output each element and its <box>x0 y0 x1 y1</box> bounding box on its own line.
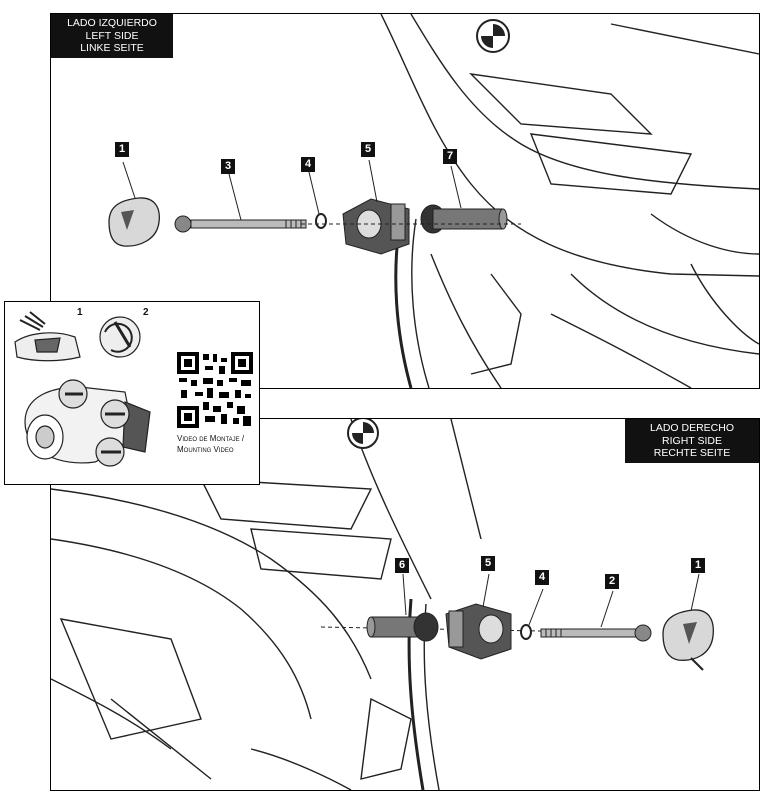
slider-cap-part <box>108 197 160 247</box>
callout-part-2: 2 <box>605 574 619 589</box>
bolt-part-right <box>540 624 652 642</box>
left-side-label: LADO IZQUIERDO LEFT SIDE LINKE SEITE <box>51 14 173 58</box>
spacer-part <box>420 204 508 234</box>
callout-part-7: 7 <box>443 149 457 164</box>
qr-code-image <box>177 352 253 428</box>
bmw-logo-top <box>476 19 510 53</box>
callout-part-4-bottom: 4 <box>535 570 549 585</box>
bolt-part <box>174 215 307 233</box>
right-side-label-de: RECHTE SEITE <box>653 447 731 459</box>
right-side-label: LADO DERECHO RIGHT SIDE RECHTE SEITE <box>625 419 759 463</box>
slider-body-part <box>342 198 410 255</box>
qr-caption-line-2: Mounting Video <box>177 445 234 454</box>
right-side-label-en: RIGHT SIDE <box>662 434 722 447</box>
callout-part-5-bottom: 5 <box>481 556 495 571</box>
bmw-logo-bottom <box>347 419 379 449</box>
left-side-label-es: LADO IZQUIERDO <box>67 17 157 29</box>
qr-caption: Video de Montaje / Mounting Video <box>177 433 259 455</box>
assembly-illustration <box>24 379 151 467</box>
slider-cap-part-right <box>662 609 714 671</box>
left-side-label-de: LINKE SEITE <box>80 42 144 54</box>
step-2-illustration <box>99 316 141 358</box>
spacer-part-right <box>366 612 439 642</box>
step-1-illustration <box>14 311 81 362</box>
inset-illustration <box>14 311 253 467</box>
callout-part-1-bottom: 1 <box>691 558 705 573</box>
callout-part-1-top: 1 <box>115 142 129 157</box>
left-side-illustration <box>108 14 759 388</box>
right-side-label-es: LADO DERECHO <box>649 422 734 434</box>
right-side-illustration <box>51 419 714 790</box>
callout-part-4-top: 4 <box>301 157 315 172</box>
slider-body-part-right <box>445 603 512 660</box>
callout-part-6: 6 <box>395 558 409 573</box>
washer-part <box>315 213 327 229</box>
left-side-label-en: LEFT SIDE <box>85 29 139 42</box>
qr-caption-line-1: Video de Montaje / <box>177 434 245 443</box>
right-side-panel: LADO DERECHO RIGHT SIDE RECHTE SEITE 6 5… <box>50 418 760 791</box>
callout-part-5-top: 5 <box>361 142 375 157</box>
step-2-number: 2 <box>143 307 149 318</box>
washer-part-right <box>520 624 532 640</box>
mounting-instructions-inset: 1 2 Video de Montaje / Mounting Video <box>4 301 260 485</box>
callout-part-3: 3 <box>221 159 235 174</box>
step-1-number: 1 <box>77 307 83 318</box>
